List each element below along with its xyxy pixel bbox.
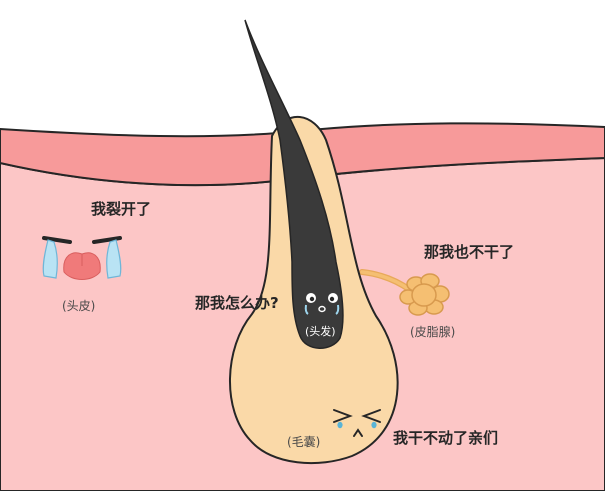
- follicle-label: (毛囊): [287, 435, 321, 449]
- gland-caption: 那我也不干了: [424, 243, 515, 261]
- gland-label: (皮脂腺): [410, 325, 456, 339]
- hair-face: [304, 293, 340, 315]
- hair-label: (头发): [305, 325, 336, 338]
- scalp-label: (头皮): [62, 299, 96, 313]
- scalp-face: [42, 236, 122, 280]
- hair-shaft: [244, 19, 344, 349]
- follicle-caption: 我干不动了亲们: [393, 429, 499, 447]
- hair-caption: 那我怎么办?: [195, 294, 279, 312]
- scalp-caption: 我裂开了: [91, 200, 152, 218]
- follicle-face: [333, 409, 381, 437]
- sebaceous-gland: [399, 273, 450, 316]
